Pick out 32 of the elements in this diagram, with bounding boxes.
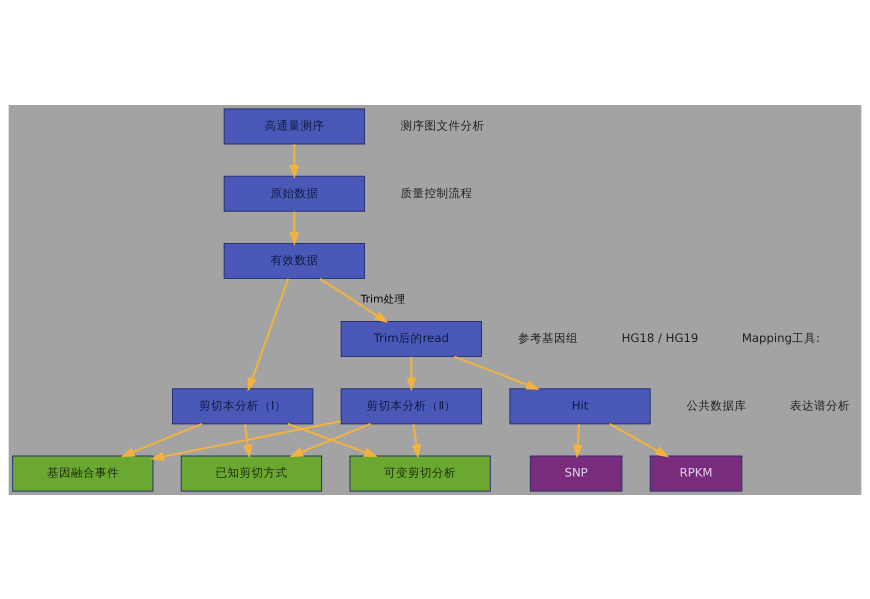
node-box: 基因融合事件 — [12, 455, 154, 492]
arrow — [243, 423, 252, 458]
node-box: Trim后的read — [340, 320, 482, 357]
arrow — [412, 423, 422, 458]
node-box: 原始数据 — [224, 175, 366, 212]
arrow — [406, 356, 416, 391]
node-box: 已知剪切方式 — [180, 455, 322, 492]
arrow — [248, 278, 290, 391]
arrow — [609, 422, 670, 457]
edge-label: Trim处理 — [360, 292, 406, 306]
node-box: 高通量测序 — [224, 108, 366, 144]
arrow — [290, 144, 300, 178]
node-box: 有效数据 — [224, 242, 366, 279]
arrow — [320, 277, 388, 322]
label: 参考基因组 — [518, 330, 578, 345]
node-box: 可变剪切分析 — [349, 455, 491, 492]
label: 公共数据库 — [686, 398, 747, 412]
node-box: 剪切本分析（Ⅱ） — [340, 388, 482, 424]
node-box: RPKM — [650, 455, 742, 492]
label: HG18 / HG19 — [622, 330, 698, 345]
arrow — [454, 355, 540, 390]
node-box: Hit — [509, 388, 651, 424]
label: 质量控制流程 — [400, 185, 473, 200]
node-box: 剪切本分析（Ⅰ） — [172, 388, 314, 424]
node-box: SNP — [530, 455, 622, 492]
arrow — [150, 420, 342, 461]
arrow — [290, 211, 300, 246]
arrow — [120, 422, 202, 457]
label: 表达谱分析 — [790, 398, 850, 412]
label: 测序图文件分析 — [400, 118, 485, 132]
label: Mapping工具: — [742, 330, 820, 345]
arrow — [573, 424, 583, 458]
